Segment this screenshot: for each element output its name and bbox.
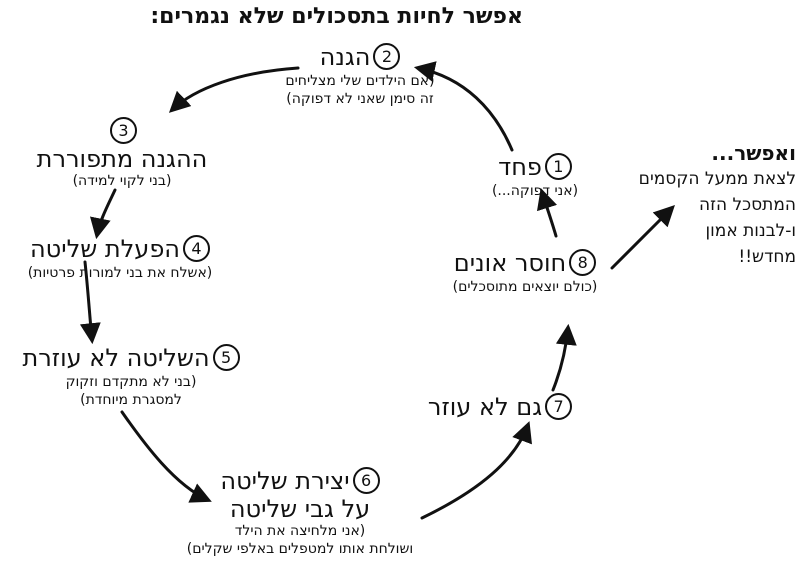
exit-line-3: ו-לבנות אמון <box>705 221 796 241</box>
node-4-sub-1: (אשלח את בני למורות פרטיות) <box>27 264 213 281</box>
arrow-8-to-exit <box>610 205 675 270</box>
node-8: 8חוסר אונים (כולם יוצאים מתוסכלים) <box>420 248 630 296</box>
node-7-label: גם לא עוזר <box>427 393 543 421</box>
step-number-1: 1 <box>544 152 572 180</box>
node-6-label-2: על גבי שליטה <box>229 494 371 523</box>
arrow-8-to-1 <box>536 187 558 238</box>
node-2-sub-1: (אם הילדים שלי מצליחים <box>285 72 435 89</box>
arrow-5-to-6 <box>120 410 212 503</box>
node-8-sub-1: (כולם יוצאים מתוסכלים) <box>452 278 598 295</box>
exit-text: ואפשר... לצאת ממעל הקסמים המתסכל הזה ו-ל… <box>639 140 796 270</box>
node-6-sub-1: (אני מלחיצה את הילד <box>234 522 366 539</box>
step-number-5: 5 <box>212 343 240 371</box>
node-6: 6יצירת שליטה על גבי שליטה (אני מלחיצה את… <box>140 466 460 558</box>
step-number-4: 4 <box>183 234 210 262</box>
arrow-6-to-7 <box>420 421 532 520</box>
node-1-label: פחד <box>498 153 542 181</box>
node-7: 7גם לא עוזר <box>400 392 600 422</box>
node-1: 1פחד (אני דפוקה...) <box>465 152 605 200</box>
step-number-8: 8 <box>569 248 597 276</box>
exit-heading: ואפשר... <box>711 141 796 165</box>
node-3-sub-1: (בני לקוי למידה) <box>72 172 172 189</box>
page-title: אפשר לחיות בתסכולים שלא נגמרים: <box>150 4 523 29</box>
step-number-2: 2 <box>373 42 401 70</box>
node-6-sub-2: ושולחת אותו למטפלים באלפי שקלים) <box>186 540 414 557</box>
step-number-3: 3 <box>110 116 137 144</box>
node-6-label: יצירת שליטה <box>220 467 350 495</box>
arrow-2-to-3 <box>168 66 300 113</box>
node-1-sub-1: (אני דפוקה...) <box>491 182 579 199</box>
step-number-6: 6 <box>352 466 380 494</box>
node-2: 2הגנה (אם הילדים שלי מצליחים זה סימן שאנ… <box>255 42 465 108</box>
node-3-label: ההגנה מתפוררת <box>36 144 208 173</box>
step-number-7: 7 <box>545 392 573 420</box>
node-5-sub-2: למסגרת מיוחדת) <box>80 391 182 408</box>
node-8-label: חוסר אונים <box>453 249 567 277</box>
node-4: 4הפעלת שליטה (אשלח את בני למורות פרטיות) <box>0 234 240 282</box>
node-3: 3 ההגנה מתפוררת (בני לקוי למידה) <box>22 116 222 190</box>
arrow-3-to-4 <box>90 188 117 240</box>
node-2-sub-2: זה סימן שאני לא דפוקה) <box>286 90 434 107</box>
node-5: 5השליטה לא עוזרת (בני לא מתקדם וזקוק למס… <box>0 343 262 409</box>
exit-line-4: מחדש!! <box>738 247 796 267</box>
exit-line-1: לצאת ממעל הקסמים <box>638 169 796 189</box>
exit-line-2: המתסכל הזה <box>698 195 796 215</box>
node-5-label: השליטה לא עוזרת <box>22 344 210 372</box>
arrow-7-to-8 <box>551 323 577 392</box>
node-2-label: הגנה <box>319 43 371 71</box>
node-5-sub-1: (בני לא מתקדם וזקוק <box>65 373 197 390</box>
arrow-4-to-5 <box>79 260 101 345</box>
arrow-1-to-2 <box>413 61 514 152</box>
node-4-label: הפעלת שליטה <box>30 235 180 263</box>
